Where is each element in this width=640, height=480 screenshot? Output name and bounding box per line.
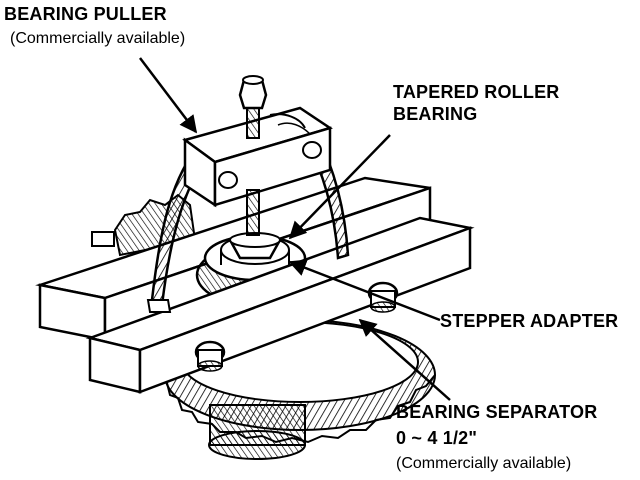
label-bearing-separator: BEARING SEPARATOR: [396, 402, 598, 422]
forcing-screw: [238, 75, 268, 236]
leader-lines: [139, 57, 451, 401]
stepper-adapter: [227, 232, 283, 260]
label-tapered-bearing: BEARING: [393, 104, 478, 124]
label-separator-note: (Commercially available): [396, 455, 572, 472]
label-separator-size: 0 ~ 4 1/2": [396, 428, 478, 448]
separator-bolts: [194, 281, 399, 372]
lower-gear-hub: [208, 404, 306, 460]
bolt-left-icon: [194, 340, 226, 372]
label-bearing-puller-note: (Commercially available): [10, 30, 186, 47]
label-tapered-roller: TAPERED ROLLER: [393, 82, 560, 102]
label-stepper-adapter: STEPPER ADAPTER: [440, 311, 619, 331]
label-bearing-puller: BEARING PULLER: [4, 4, 167, 24]
